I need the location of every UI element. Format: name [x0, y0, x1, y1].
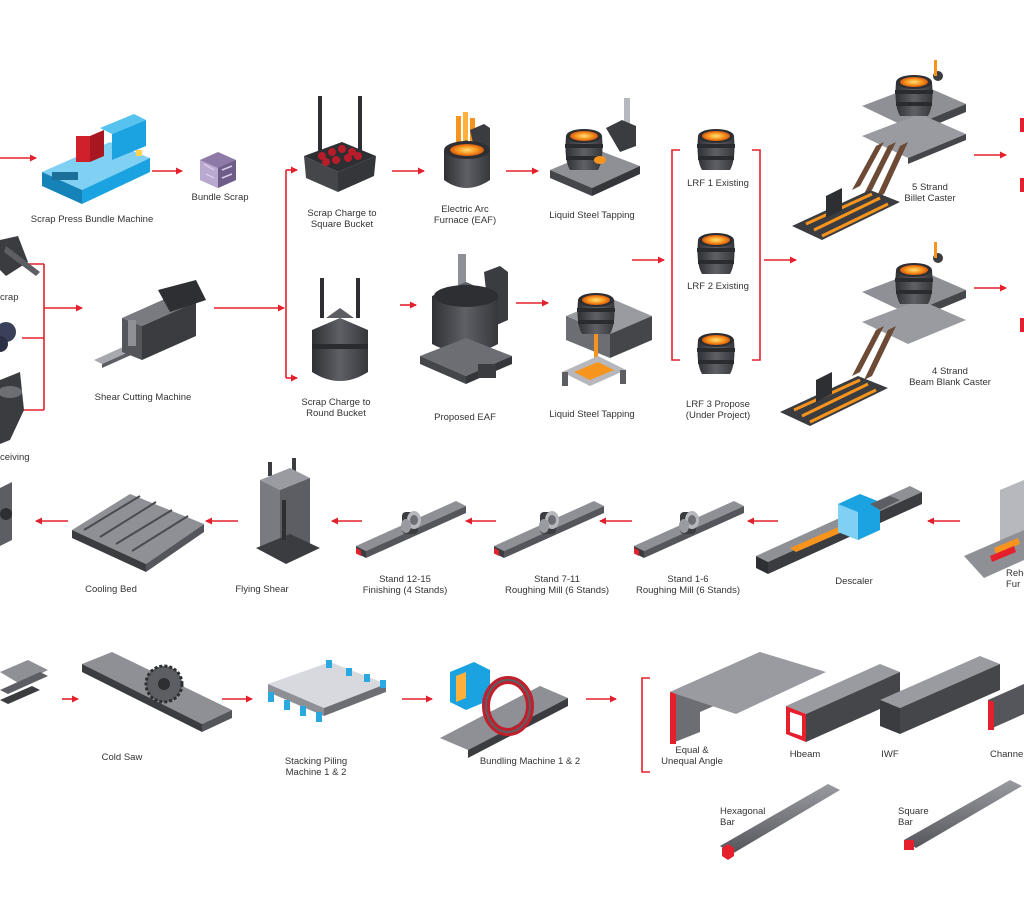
bundling-machine	[440, 662, 568, 758]
label-tapping-top: Liquid Steel Tapping	[549, 210, 635, 221]
reheating-furnace	[964, 480, 1024, 578]
label-beam-caster: 4 Strand Beam Blank Caster	[909, 366, 991, 388]
brackets	[641, 149, 761, 773]
label-bundling: Bundling Machine 1 & 2	[479, 756, 581, 767]
label-scrap-square: Scrap Charge to Square Bucket	[307, 208, 377, 230]
label-stand-1-6: Stand 1-6 Roughing Mill (6 Stands)	[635, 574, 741, 596]
scrap-handler-partial	[0, 236, 40, 444]
label-reheat-furnace: Rehe Fur	[1006, 568, 1024, 590]
label-cooling-bed: Cooling Bed	[85, 584, 137, 595]
label-stand-7-11: Stand 7-11 Roughing Mill (6 Stands)	[504, 574, 610, 596]
flow-arrows	[0, 151, 1007, 703]
label-hbeam: Hbeam	[789, 749, 821, 760]
scrap-press-machine	[42, 114, 150, 204]
label-hex-bar: Hexagonal Bar	[720, 806, 766, 828]
proposed-eaf	[420, 254, 512, 384]
label-descaler: Descaler	[835, 576, 873, 587]
equal-unequal-angle	[670, 652, 826, 744]
label-stand-12-15: Stand 12-15 Finishing (4 Stands)	[362, 574, 448, 596]
liquid-steel-tapping-top	[550, 98, 640, 196]
hbeam	[786, 664, 900, 742]
row2-left-partial	[0, 482, 12, 546]
label-tapping-bottom: Liquid Steel Tapping	[549, 409, 635, 420]
liquid-steel-tapping-bottom	[562, 293, 652, 386]
label-scrap-round: Scrap Charge to Round Bucket	[301, 397, 371, 419]
label-stacking: Stacking Piling Machine 1 & 2	[284, 756, 348, 778]
electric-arc-furnace	[444, 112, 490, 188]
hexagonal-bar	[720, 784, 840, 860]
flying-shear	[256, 458, 320, 564]
label-iwf: IWF	[881, 749, 899, 760]
label-angle: Equal & Unequal Angle	[661, 745, 723, 767]
roughing-mill-1-6	[634, 501, 744, 558]
lrf-ladles	[697, 129, 735, 374]
label-lrf1: LRF 1 Existing	[687, 178, 749, 189]
finishing-mill-12-15	[356, 501, 466, 558]
billet-caster	[792, 60, 966, 240]
channel-partial	[988, 684, 1024, 730]
beam-blank-caster	[780, 242, 966, 426]
label-receiving-partial: ceiving	[0, 452, 30, 463]
label-scrap-press: Scrap Press Bundle Machine	[30, 214, 154, 225]
square-bar	[904, 780, 1022, 850]
label-shear-cutting: Shear Cutting Machine	[94, 392, 192, 403]
roughing-mill-7-11	[494, 501, 604, 558]
right-edge-partials	[1020, 118, 1024, 332]
label-lrf2: LRF 2 Existing	[687, 281, 749, 292]
label-proposed-eaf: Proposed EAF	[434, 412, 496, 423]
label-eaf: Electric Arc Furnace (EAF)	[433, 204, 497, 226]
label-channel: Channe	[990, 749, 1024, 760]
round-bucket	[312, 278, 368, 381]
label-flying-shear: Flying Shear	[235, 584, 289, 595]
label-billet-caster: 5 Strand Billet Caster	[904, 182, 956, 204]
shear-cutting-machine	[94, 280, 206, 368]
square-bucket	[304, 96, 376, 192]
label-cold-saw: Cold Saw	[101, 752, 143, 763]
row3-left-partial	[0, 660, 48, 704]
label-lrf3: LRF 3 Propose (Under Project)	[685, 399, 751, 421]
label-bundle-scrap: Bundle Scrap	[191, 192, 249, 203]
bundle-scrap	[200, 152, 236, 188]
label-square-bar: Square Bar	[898, 806, 929, 828]
cooling-bed	[72, 494, 204, 572]
cold-saw	[82, 652, 232, 732]
label-scrap-partial: crap	[0, 292, 19, 303]
iwf	[880, 656, 1000, 734]
stacking-piling-machine	[268, 660, 386, 722]
descaler	[756, 486, 922, 574]
